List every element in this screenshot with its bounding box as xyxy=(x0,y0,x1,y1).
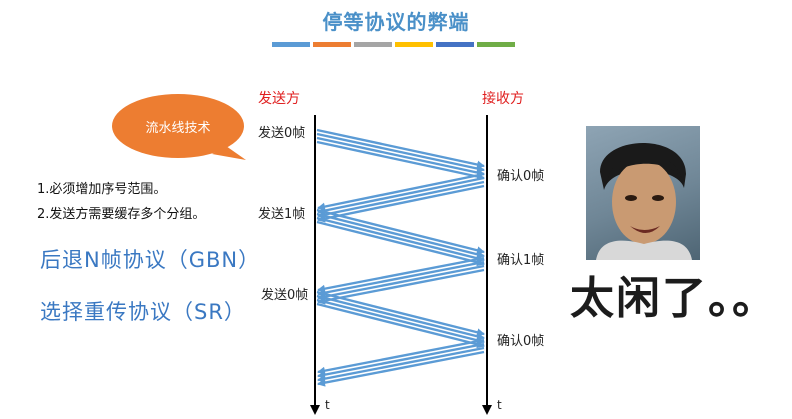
ack-frame-arrow xyxy=(317,346,485,383)
ack-frame-arrow xyxy=(317,180,485,219)
frame-arrows xyxy=(316,128,485,387)
colorbar-segment xyxy=(354,42,392,47)
colorbar-segment xyxy=(477,42,515,47)
data-frame-arrow xyxy=(316,302,485,349)
ack-frame-arrow xyxy=(317,268,485,305)
ack-frame-arrow xyxy=(317,184,485,223)
data-frame-arrow xyxy=(316,208,485,255)
data-frame-arrow xyxy=(316,294,485,341)
colorbar-segment xyxy=(395,42,433,47)
ack-frame-0-label: 确认0帧 xyxy=(497,165,545,184)
data-frame-arrow xyxy=(316,128,485,169)
meme-caption: 太闲了。。 xyxy=(570,273,778,324)
send-frame-1-label: 发送1帧 xyxy=(258,203,306,222)
ack-frame-arrow xyxy=(317,176,485,215)
send-frame-0-label: 发送0帧 xyxy=(258,122,306,141)
protocol-sr: 选择重传协议（SR） xyxy=(40,300,246,324)
time-label-left: t xyxy=(325,398,330,412)
meme-photo xyxy=(586,126,700,260)
ack-frame-1-label: 确认1帧 xyxy=(497,249,545,268)
data-frame-arrow xyxy=(316,220,485,267)
data-frame-arrow xyxy=(316,132,485,173)
protocol-gbn: 后退N帧协议（GBN） xyxy=(40,248,261,272)
ack-frame-arrow xyxy=(317,338,485,375)
data-frame-arrow xyxy=(316,298,485,345)
data-frame-arrow xyxy=(316,140,485,181)
receiver-label: 接收方 xyxy=(482,91,524,107)
ack-frame-arrow xyxy=(317,256,485,293)
colorbar-segment xyxy=(272,42,310,47)
time-label-right: t xyxy=(497,398,502,412)
ack-frame-2-label: 确认0帧 xyxy=(497,330,545,349)
data-frame-arrow xyxy=(316,216,485,263)
note-1: 1.必须增加序号范围。 xyxy=(37,182,167,197)
ack-frame-arrow xyxy=(317,350,485,387)
send-frame-2-label: 发送0帧 xyxy=(261,284,309,303)
data-frame-arrow xyxy=(316,136,485,177)
bubble-shape xyxy=(112,94,246,160)
ack-frame-arrow xyxy=(317,264,485,301)
page-title: 停等协议的弊端 xyxy=(322,10,470,34)
ack-frame-arrow xyxy=(317,260,485,297)
note-2: 2.发送方需要缓存多个分组。 xyxy=(37,207,206,222)
ack-frame-arrow xyxy=(317,342,485,379)
colorbar-segment xyxy=(436,42,474,47)
data-frame-arrow xyxy=(316,290,485,337)
pipeline-bubble-text: 流水线技术 xyxy=(145,120,211,136)
colorbar-segment xyxy=(313,42,351,47)
data-frame-arrow xyxy=(316,212,485,259)
ack-frame-arrow xyxy=(317,172,485,211)
sender-label: 发送方 xyxy=(258,91,300,107)
